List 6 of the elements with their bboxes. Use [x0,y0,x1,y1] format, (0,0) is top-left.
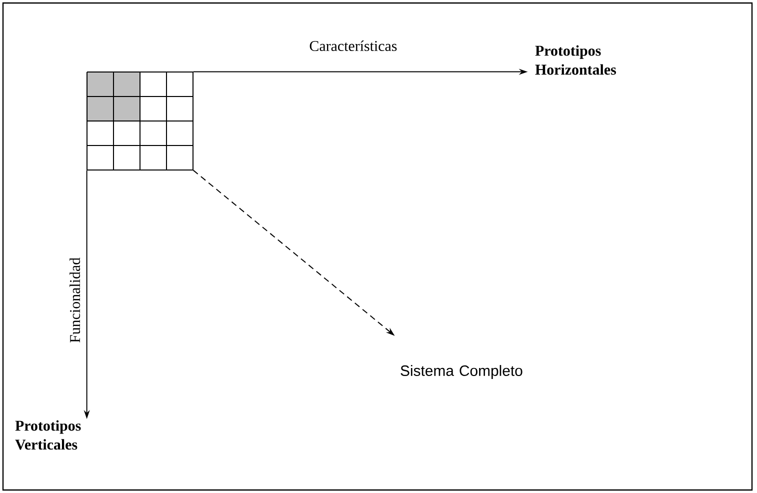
grid-drawing [86,72,194,170]
axis-label: Características [310,40,397,52]
heading-text: Prototipos Horizontales [535,45,616,75]
heading-text: Prototipos Verticales [15,420,81,450]
heading-text: Sistema Completo [400,365,522,379]
axis-label: Funcionalidad [70,258,80,342]
